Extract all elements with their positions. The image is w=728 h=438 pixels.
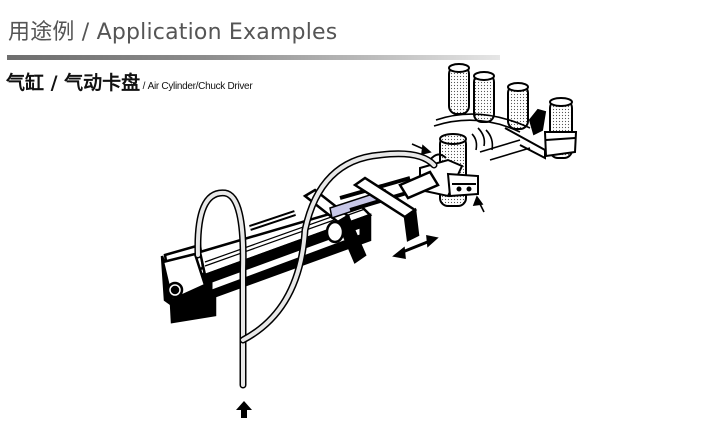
section-title-en: / Air Cylinder/Chuck Driver bbox=[140, 81, 253, 92]
workpiece-1 bbox=[448, 63, 470, 115]
motion-arrows bbox=[392, 143, 485, 259]
title-underline-bar bbox=[7, 55, 500, 60]
workpiece-2 bbox=[473, 71, 495, 123]
section-title-cn: 气缸 / 气动卡盘 bbox=[6, 72, 141, 94]
guide-block bbox=[302, 170, 440, 264]
air-hose bbox=[194, 150, 438, 389]
workpiece-3 bbox=[507, 82, 529, 130]
page-title: 用途例 / Application Examples bbox=[8, 20, 338, 45]
front-chuck bbox=[419, 133, 479, 207]
rear-chuck bbox=[504, 108, 578, 160]
section-heading: 气缸 / 气动卡盘 / Air Cylinder/Chuck Driver bbox=[6, 68, 253, 95]
conveyor-arc bbox=[433, 113, 531, 161]
air-supply-arrow-icon bbox=[236, 401, 252, 418]
